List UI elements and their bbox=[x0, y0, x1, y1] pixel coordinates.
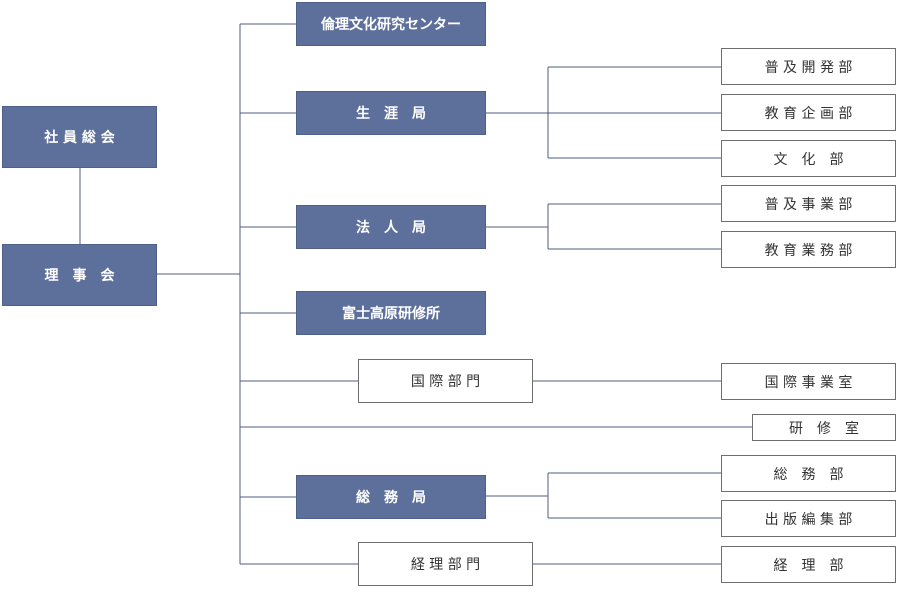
node-corporate-bureau: 法 人 局 bbox=[296, 205, 486, 249]
node-intl-division: 国 際 部 門 bbox=[358, 359, 533, 403]
node-publishing: 出 版 編 集 部 bbox=[721, 500, 896, 537]
node-general-affairs: 総 務 部 bbox=[721, 455, 896, 492]
node-education-business: 教 育 業 務 部 bbox=[721, 231, 896, 268]
node-promotion-dev: 普 及 開 発 部 bbox=[721, 48, 896, 85]
node-promotion-business: 普 及 事 業 部 bbox=[721, 185, 896, 222]
node-intl-business-office: 国 際 事 業 室 bbox=[721, 363, 896, 400]
node-education-planning: 教 育 企 画 部 bbox=[721, 94, 896, 131]
node-lifelong-bureau: 生 涯 局 bbox=[296, 91, 486, 135]
node-culture: 文 化 部 bbox=[721, 140, 896, 177]
node-accounting: 経 理 部 bbox=[721, 546, 896, 583]
node-training-office: 研 修 室 bbox=[752, 414, 896, 441]
node-general-bureau: 総 務 局 bbox=[296, 475, 486, 519]
node-general-meeting: 社 員 総 会 bbox=[2, 106, 157, 168]
node-ethics-center: 倫理文化研究センター bbox=[296, 2, 486, 46]
node-accounting-division: 経 理 部 門 bbox=[358, 542, 533, 586]
node-board: 理 事 会 bbox=[2, 244, 157, 306]
node-fujikogen-training: 富士高原研修所 bbox=[296, 291, 486, 335]
